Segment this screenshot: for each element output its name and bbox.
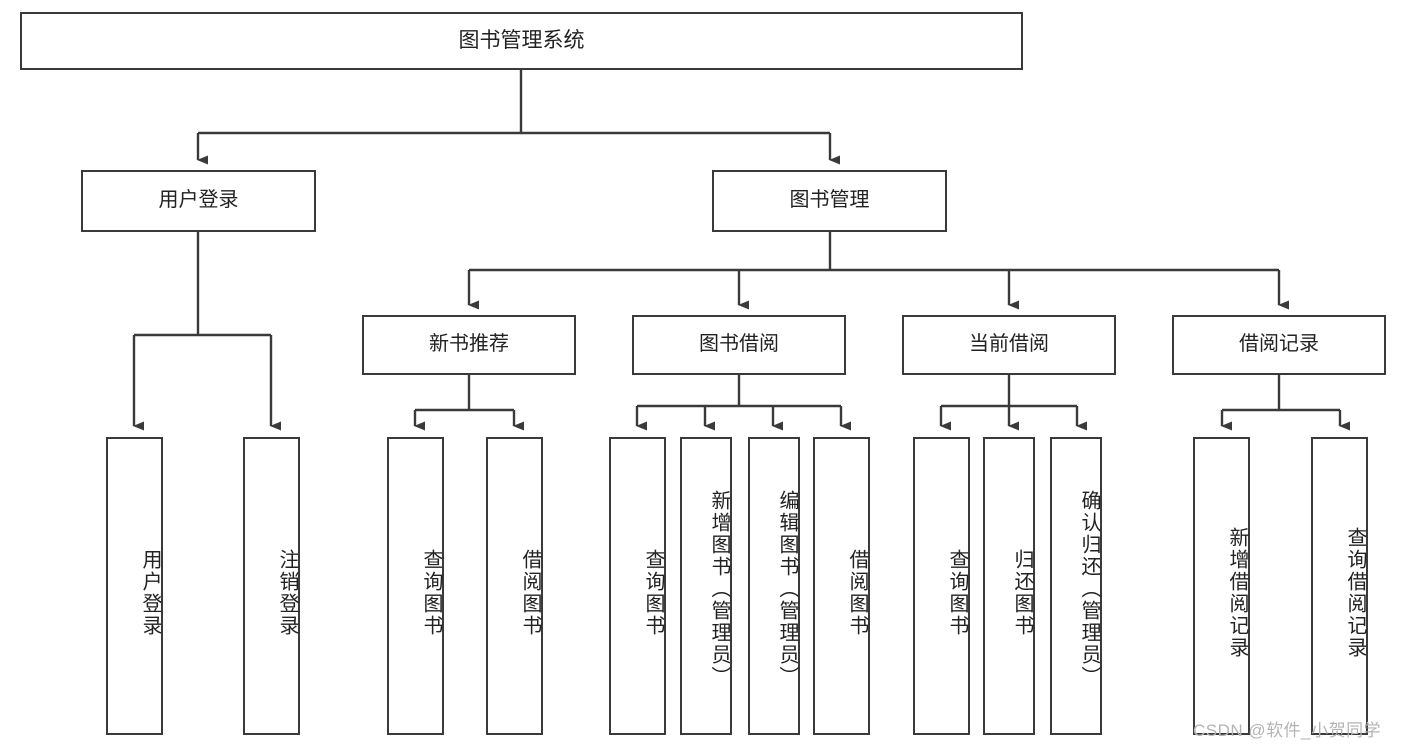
leaf-records-query-record[interactable]: 查询借阅记录	[1311, 437, 1368, 735]
node-new-book-recommend[interactable]: 新书推荐	[362, 315, 576, 375]
leaf-records-add-record[interactable]: 新增借阅记录	[1193, 437, 1250, 735]
leaf-label: 借阅图书	[519, 549, 541, 637]
leaf-label: 注销登录	[276, 549, 298, 637]
node-new-book-recommend-label: 新书推荐	[429, 333, 509, 356]
node-root[interactable]: 图书管理系统	[20, 12, 1023, 70]
node-current-borrow[interactable]: 当前借阅	[902, 315, 1116, 375]
leaf-user-login-login[interactable]: 用户登录	[106, 437, 163, 735]
leaf-new-book-query[interactable]: 查询图书	[387, 437, 444, 735]
node-user-login-label: 用户登录	[158, 189, 239, 212]
leaf-label: 新增图书（管理员）	[708, 490, 730, 688]
leaf-label: 确认归还（管理员）	[1078, 490, 1100, 688]
watermark: CSDN @软件_小贺同学	[1193, 721, 1382, 740]
leaf-label: 借阅图书	[846, 549, 868, 637]
leaf-label: 编辑图书（管理员）	[776, 490, 798, 688]
leaf-borrow-borrow-book[interactable]: 借阅图书	[813, 437, 870, 735]
leaf-user-login-logout[interactable]: 注销登录	[243, 437, 300, 735]
leaf-label: 查询借阅记录	[1344, 527, 1366, 659]
leaf-label: 查询图书	[642, 549, 664, 637]
leaf-new-book-borrow[interactable]: 借阅图书	[486, 437, 543, 735]
node-book-borrow[interactable]: 图书借阅	[632, 315, 846, 375]
node-current-borrow-label: 当前借阅	[969, 333, 1049, 356]
node-book-management[interactable]: 图书管理	[712, 170, 947, 232]
leaf-label: 查询图书	[946, 549, 968, 637]
leaf-label: 新增借阅记录	[1226, 527, 1248, 659]
node-borrow-records[interactable]: 借阅记录	[1172, 315, 1386, 375]
leaf-current-return-book[interactable]: 归还图书	[983, 437, 1035, 735]
node-book-borrow-label: 图书借阅	[699, 333, 779, 356]
node-borrow-records-label: 借阅记录	[1239, 333, 1319, 356]
leaf-label: 用户登录	[139, 549, 161, 637]
leaf-current-query-book[interactable]: 查询图书	[913, 437, 970, 735]
node-root-label: 图书管理系统	[458, 28, 585, 52]
leaf-label: 归还图书	[1011, 549, 1033, 637]
leaf-current-confirm-return-admin[interactable]: 确认归还（管理员）	[1050, 437, 1102, 735]
node-user-login[interactable]: 用户登录	[81, 170, 316, 232]
leaf-borrow-edit-book-admin[interactable]: 编辑图书（管理员）	[748, 437, 800, 735]
node-book-management-label: 图书管理	[789, 189, 870, 212]
leaf-borrow-add-book-admin[interactable]: 新增图书（管理员）	[680, 437, 732, 735]
leaf-label: 查询图书	[420, 549, 442, 637]
leaf-borrow-query-book[interactable]: 查询图书	[609, 437, 666, 735]
